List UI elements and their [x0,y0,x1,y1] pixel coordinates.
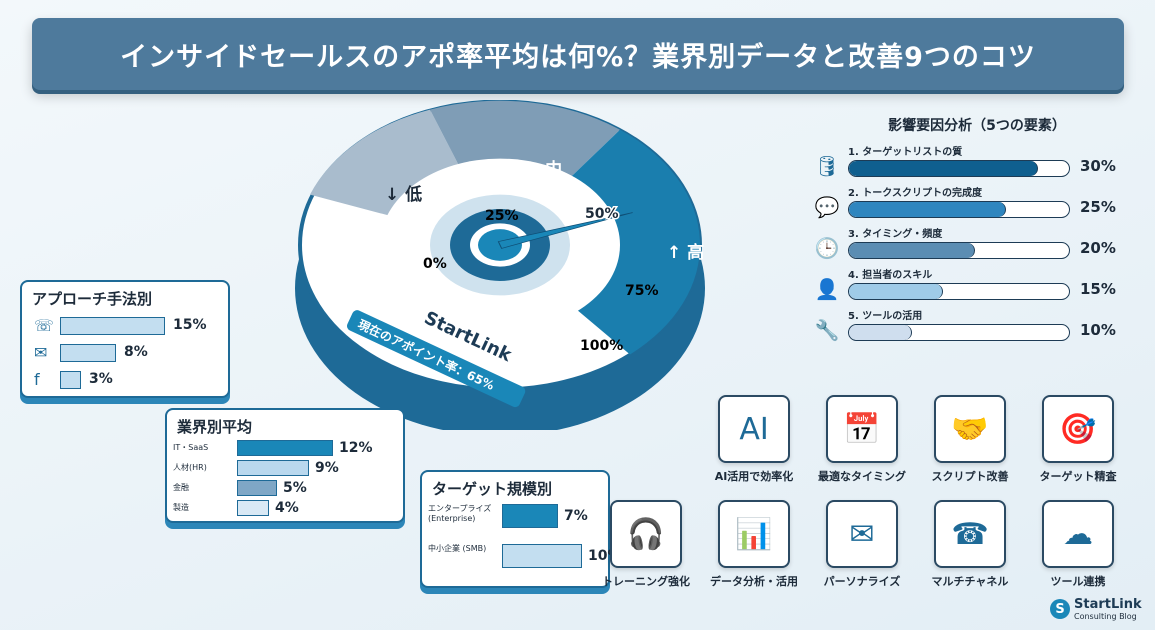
approach-title: アプローチ手法別 [32,290,153,308]
factor-row: 🔧 5. ツールの活用 10% [812,309,1142,350]
approach-bar [60,344,116,362]
tip-handshake-icon[interactable]: 🤝 [934,395,1006,463]
factor-label: 1. ターゲットリストの質 [848,147,963,158]
factor-bar-fill [849,161,1038,176]
industry-label: 人材(HR) [173,463,207,472]
target-card: ターゲット規模別 7%エンタープライズ (Enterprise)10%中小企業 … [420,470,622,588]
industry-value: 12% [339,440,373,456]
factor-label: 3. タイミング・頻度 [848,229,943,240]
approach-card: アプローチ手法別 ☏ 15% ✉ 8% f 3% [20,280,230,398]
factor-label: 4. 担当者のスキル [848,270,933,281]
user-check-icon: 👤 [814,276,840,301]
chat-icon: 💬 [814,194,840,219]
tick-0: 0% [423,256,447,272]
factor-bar-fill [849,202,1007,217]
tip-headset-icon[interactable]: 🎧 [610,500,682,568]
factor-row: 💬 2. トークスクリプトの完成度 25% [812,186,1142,227]
brand-sub: Consulting Blog [1074,612,1137,621]
tip-cloud-link-icon[interactable]: ☁ [1042,500,1114,568]
brand-name: StartLink [1074,597,1142,612]
approach-bar [60,317,165,335]
page-title: インサイドセールスのアポ率平均は何%？業界別データと改善9つのコツ [32,18,1124,90]
tick-25: 25% [485,208,519,224]
factor-title: 影響要因分析（5つの要素） [888,118,1066,134]
factor-label: 5. ツールの活用 [848,311,923,322]
factor-bar-fill [849,284,944,299]
tip-mail-send-icon[interactable]: ✉ [826,500,898,568]
gauge-needle [497,212,633,249]
tip-dashboard-icon[interactable]: 📊 [718,500,790,568]
factor-bar-track [848,324,1070,341]
industry-value: 5% [283,480,307,496]
target-label: エンタープライズ (Enterprise) [428,504,492,523]
industry-label: 金融 [173,483,189,492]
target-label: 中小企業 (SMB) [428,544,487,553]
industry-label: 製造 [173,503,189,512]
clock-icon: 🕒 [814,235,840,260]
factor-value: 25% [1080,198,1116,216]
factor-row: 🛢 1. ターゲットリストの質 30% [812,145,1142,186]
tip-label: AI活用で効率化 [714,470,794,483]
target-value: 7% [564,508,588,524]
zone-high-label: ↑ 高 [667,242,704,263]
industry-bar [237,460,309,476]
industry-value: 4% [275,500,299,516]
factor-bar-track [848,160,1070,177]
tip-label: 最適なタイミング [818,470,906,483]
industry-label: IT・SaaS [173,443,209,452]
factor-row: 🕒 3. タイミング・頻度 20% [812,227,1142,268]
tip-calendar-clock-icon[interactable]: 📅 [826,395,898,463]
tick-75: 75% [625,283,659,299]
tip-label: スクリプト改善 [931,470,1009,483]
factor-label: 2. トークスクリプトの完成度 [848,188,982,199]
factor-bar-fill [849,325,912,340]
factor-row: 👤 4. 担当者のスキル 15% [812,268,1142,309]
tip-ai-chip-icon[interactable]: AI [718,395,790,463]
industry-value: 9% [315,460,339,476]
approach-bar [60,371,81,389]
factor-bar-track [848,242,1070,259]
factor-bar-track [848,201,1070,218]
industry-bar [237,500,269,516]
factor-bar-track [848,283,1070,300]
tip-label: ターゲット精査 [1039,470,1117,483]
target-bar [502,544,582,568]
factor-value: 20% [1080,239,1116,257]
startlink-logo-icon: S [1050,599,1070,619]
factor-value: 30% [1080,157,1116,175]
approach-value: 3% [89,371,113,387]
tip-label: パーソナライズ [823,575,901,588]
tick-100: 100% [580,338,623,354]
approach-facebook-icon: f [34,370,40,389]
approach-value: 15% [173,317,207,333]
approach-phone-icon: ☏ [34,316,55,335]
industry-card: 業界別平均 12% IT・SaaS 9% 人材(HR) 5% 金融 4% 製造 [165,408,405,523]
tip-target-search-icon[interactable]: 🎯 [1042,395,1114,463]
industry-title: 業界別平均 [177,418,253,436]
factor-value: 15% [1080,280,1116,298]
tools-icon: 🔧 [814,317,840,342]
zone-low-label: ↓ 低 [385,184,422,205]
approach-mail-icon: ✉ [34,343,48,362]
industry-bar [237,440,333,456]
target-bar [502,504,558,528]
tip-multichannel-icon[interactable]: ☎ [934,500,1006,568]
tip-label: ツール連携 [1050,575,1106,588]
industry-bar [237,480,277,496]
factor-analysis: 影響要因分析（5つの要素） 🛢 1. ターゲットリストの質 30% 💬 2. トークスク… [812,115,1142,350]
target-title: ターゲット規模別 [432,480,553,498]
zone-mid-label: → 中 [525,159,562,180]
factor-value: 10% [1080,321,1116,339]
tip-label: データ分析・活用 [710,575,798,588]
tick-50: 50% [585,206,619,222]
factor-bar-fill [849,243,975,258]
tip-label: トレーニング強化 [602,575,690,588]
tip-label: マルチチャネル [931,575,1009,588]
footer-brand: S StartLink Consulting Blog [1050,597,1142,621]
approach-value: 8% [124,344,148,360]
database-icon: 🛢 [814,153,840,178]
gauge: ↓ 低 → 中 ↑ 高 0% 25% 50% 75% 100% StartLin… [295,100,705,430]
